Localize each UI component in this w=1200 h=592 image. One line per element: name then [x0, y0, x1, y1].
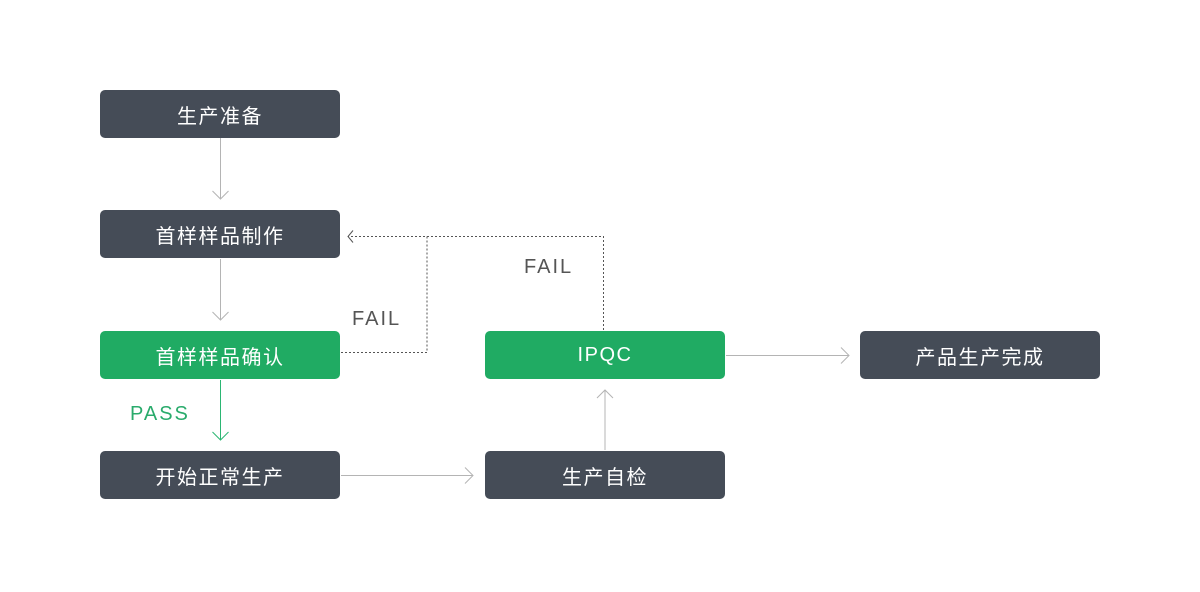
- label-fail-sample-confirm: FAIL: [352, 308, 402, 330]
- node-label: 生产自检: [562, 466, 648, 489]
- node-label: 首样样品制作: [155, 225, 285, 248]
- node-first-sample-confirm: 首样样品确认: [100, 331, 340, 379]
- node-label: 开始正常生产: [155, 466, 285, 489]
- node-production-complete: 产品生产完成: [860, 331, 1100, 379]
- node-ipqc: IPQC: [485, 331, 725, 379]
- node-label: 生产准备: [177, 105, 263, 128]
- label-pass: PASS: [130, 403, 190, 425]
- dashed-fail-sample-confirm-loop: [341, 236, 428, 353]
- node-first-sample-make: 首样样品制作: [100, 210, 340, 258]
- node-production-prep: 生产准备: [100, 90, 340, 138]
- node-label: 首样样品确认: [155, 346, 285, 369]
- node-start-normal-production: 开始正常生产: [100, 451, 340, 499]
- node-label: IPQC: [577, 343, 633, 366]
- node-production-self-check: 生产自检: [485, 451, 725, 499]
- label-fail-ipqc: FAIL: [524, 256, 574, 278]
- node-label: 产品生产完成: [915, 346, 1045, 369]
